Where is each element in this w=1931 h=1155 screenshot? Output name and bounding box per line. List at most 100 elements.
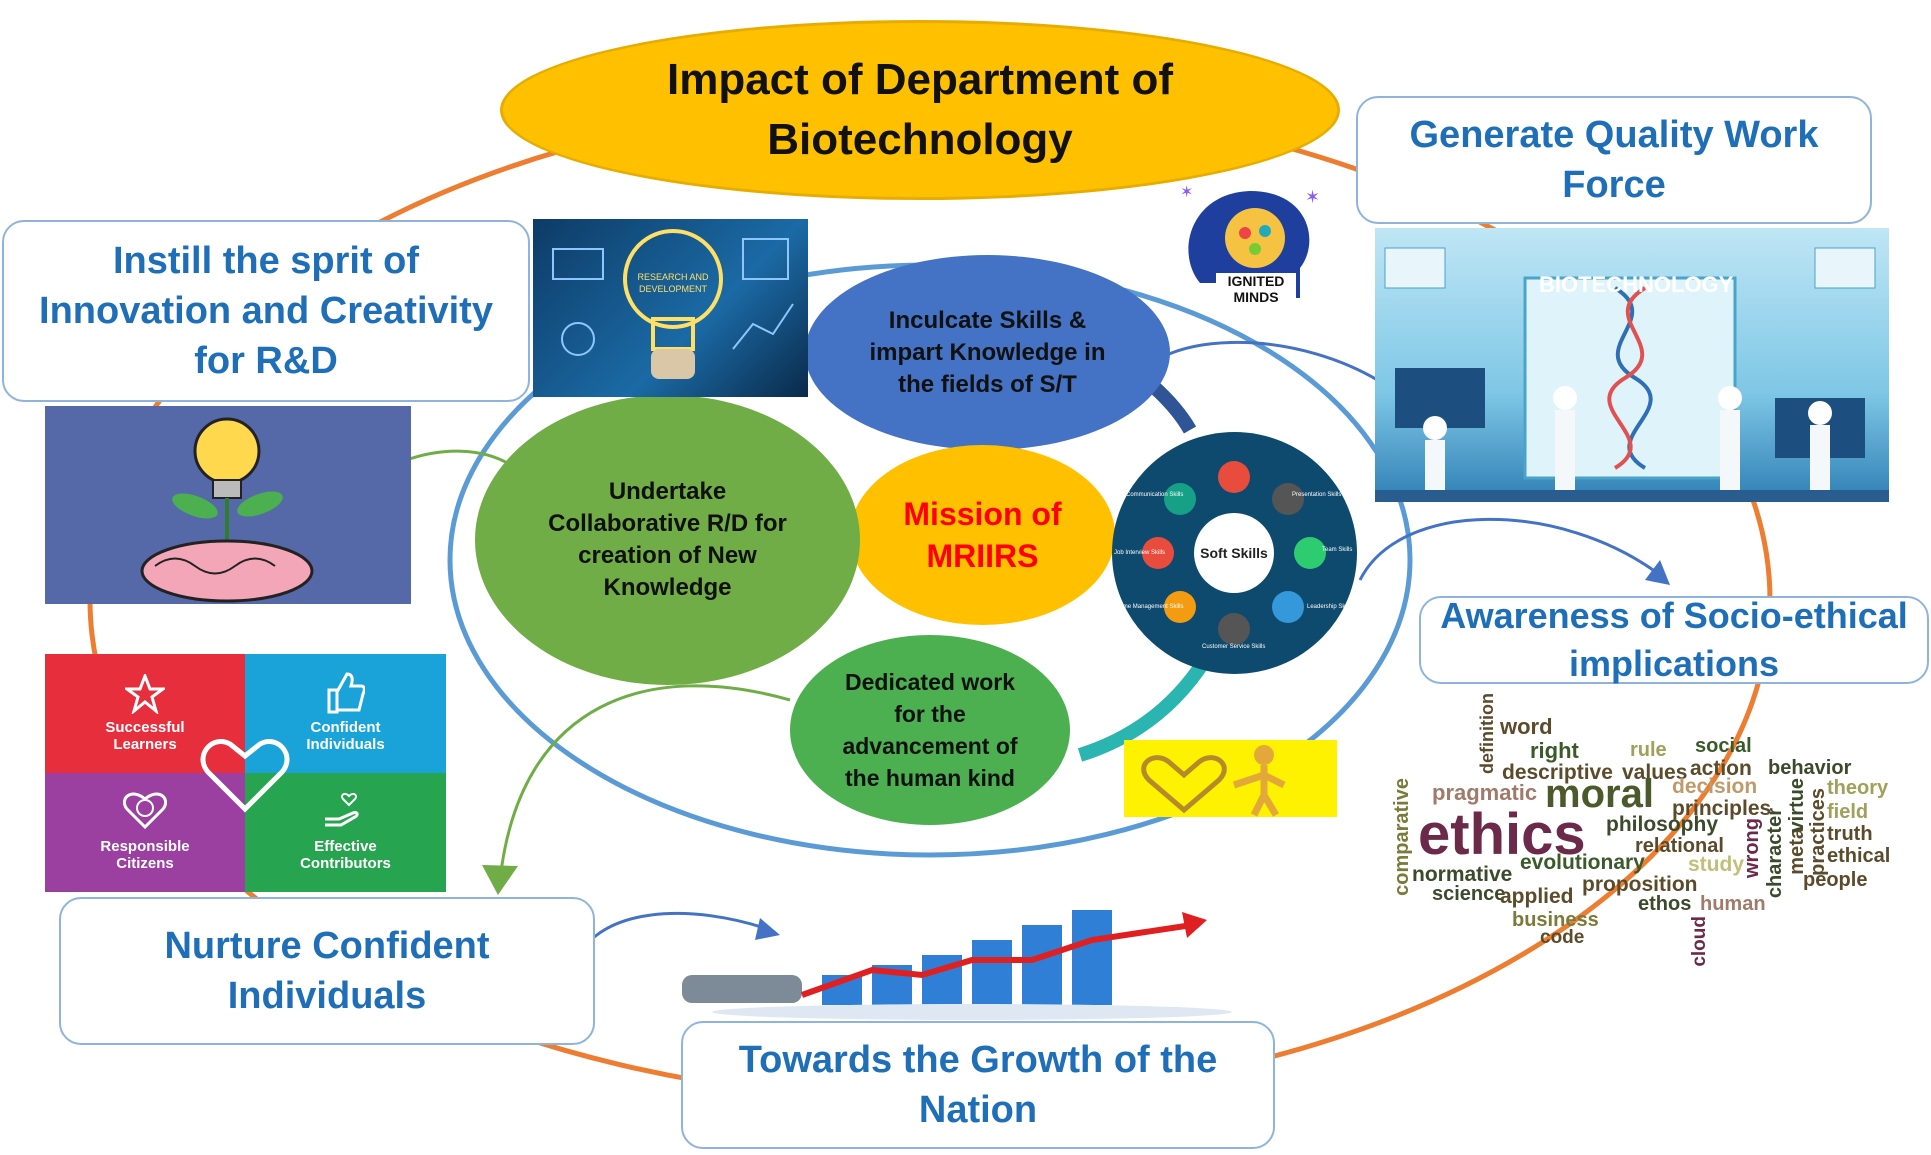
capacity-confident-label: Confident Individuals xyxy=(306,719,385,753)
cloud-word: rule xyxy=(1630,739,1667,761)
cloud-word: ethical xyxy=(1827,845,1891,867)
capacity-responsible-label: Responsible Citizens xyxy=(100,838,190,872)
impact-box-socio-ethical: Awareness of Socio-ethical implications xyxy=(1419,595,1929,684)
cloud-word: right xyxy=(1530,738,1579,763)
heart-icon xyxy=(200,739,290,813)
impact-workforce-text: Generate Quality Work Force xyxy=(1409,114,1819,206)
mission-humankind-circle: Dedicated work for the advancement of th… xyxy=(790,635,1070,825)
growth-chart-image xyxy=(672,900,1244,1026)
cloud-word: evolutionary xyxy=(1520,851,1645,874)
brain-bulb-image xyxy=(45,406,411,604)
svg-text:✶: ✶ xyxy=(1305,187,1320,207)
biotech-lab-image: BIOTECHNOLOGY xyxy=(1375,228,1889,502)
globe-heart-icon xyxy=(123,792,167,829)
soft-skill-item: Presentation Skills xyxy=(1292,492,1342,498)
brain-bulb-drawing xyxy=(140,417,314,603)
soft-skill-item: Communication Skills xyxy=(1126,492,1184,498)
biotech-lab-label: BIOTECHNOLOGY xyxy=(1539,272,1734,297)
cloud-word: ethics xyxy=(1418,802,1586,867)
soft-skill-item: Team Skills xyxy=(1322,547,1353,553)
mission-humankind-text: Dedicated work for the advancement of th… xyxy=(842,669,1018,791)
impact-box-growth: Towards the Growth of the Nation xyxy=(681,1021,1275,1149)
cloud-word: field xyxy=(1827,801,1869,823)
center-circle: Mission of MRIIRS xyxy=(850,445,1115,625)
capacity-responsible: Responsible Citizens xyxy=(45,773,245,892)
impact-box-workforce: Generate Quality Work Force xyxy=(1356,96,1872,224)
cloud-word: character xyxy=(1764,808,1786,899)
cloud-word: meta xyxy=(1786,828,1808,875)
mission-skills-circle: Inculcate Skills & impart Knowledge in t… xyxy=(805,255,1170,450)
cloud-word: behavior xyxy=(1768,757,1852,779)
thumbs-up-icon xyxy=(327,672,365,714)
cloud-word: moral xyxy=(1545,772,1654,816)
cloud-word: theory xyxy=(1827,777,1889,799)
impact-innovation-text: Instill the sprit of Innovation and Crea… xyxy=(39,240,493,382)
cloud-word: descriptive xyxy=(1502,761,1613,784)
ignited-minds-logo: ✶✶ IGNITED MINDS xyxy=(1170,183,1328,313)
soft-skill-item: Job Interview Skills xyxy=(1114,550,1166,556)
rd-bulb-label: RESEARCH AND DEVELOPMENT xyxy=(637,272,709,294)
hand-heart-icon xyxy=(325,792,359,827)
soft-skill-item: Customer Service Skills xyxy=(1202,644,1266,650)
center-text: Mission of MRIIRS xyxy=(903,496,1062,574)
impact-box-innovation: Instill the sprit of Innovation and Crea… xyxy=(2,220,530,402)
cloud-word: philosophy xyxy=(1606,813,1718,836)
capacities-image: Successful Learners Confident Individual… xyxy=(45,654,446,892)
mission-research-circle: Undertake Collaborative R/D for creation… xyxy=(475,395,860,685)
cloud-word: principles xyxy=(1672,797,1772,820)
biotech-lab-drawing xyxy=(1375,247,1889,502)
star-icon xyxy=(125,674,165,714)
cloud-word: truth xyxy=(1827,823,1873,845)
ethics-word-cloud: word right rule social definition descri… xyxy=(1390,688,1900,970)
teal-arc xyxy=(1077,656,1211,762)
impact-box-confident: Nurture Confident Individuals xyxy=(59,897,595,1045)
cloud-word: study xyxy=(1688,853,1745,876)
cloud-word: word xyxy=(1500,714,1553,739)
cloud-word: values xyxy=(1622,761,1688,784)
impact-confident-text: Nurture Confident Individuals xyxy=(164,925,490,1017)
cloud-word: decision xyxy=(1672,775,1758,798)
soft-skills-image: Soft Skills Communication Skills Present… xyxy=(1112,432,1357,674)
soft-skill-item: Leadership Skills xyxy=(1307,604,1353,610)
cloud-word: wrong xyxy=(1741,818,1763,878)
mission-research-text: Undertake Collaborative R/D for creation… xyxy=(548,478,787,601)
heart-person-drawing xyxy=(1141,745,1286,817)
capacity-successful-label: Successful Learners xyxy=(105,719,185,753)
diagram-title: Impact of Department of Biotechnology xyxy=(666,55,1174,164)
cloud-word: people xyxy=(1803,869,1868,891)
arrow-head-growth xyxy=(755,918,780,940)
cloud-word: human xyxy=(1700,893,1766,915)
cloud-word: normative xyxy=(1412,863,1513,886)
capacity-effective-label: Effective Contributors xyxy=(300,838,391,872)
rd-bulb-image: RESEARCH AND DEVELOPMENT xyxy=(533,219,808,397)
cloud-word: comparative xyxy=(1391,778,1413,896)
rd-bulb-drawing xyxy=(552,229,794,379)
cloud-word: relational xyxy=(1635,835,1724,857)
impact-growth-text: Towards the Growth of the Nation xyxy=(738,1039,1218,1131)
cloud-word: proposition xyxy=(1582,873,1698,896)
cloud-word: business xyxy=(1512,909,1599,931)
cloud-word: virtue xyxy=(1786,778,1808,833)
cloud-word: ethos xyxy=(1638,893,1692,915)
cloud-word: science xyxy=(1432,883,1506,905)
arrow-to-socio xyxy=(1358,517,1661,581)
svg-text:✶: ✶ xyxy=(1180,184,1193,201)
cloud-word: code xyxy=(1540,927,1585,948)
cloud-word: social xyxy=(1695,735,1752,757)
growth-chart-drawing xyxy=(682,910,1232,1020)
soft-skills-wheel xyxy=(1142,461,1326,645)
cloud-word: pragmatic xyxy=(1432,780,1538,805)
title-ellipse: Impact of Department of Biotechnology xyxy=(500,20,1340,200)
arrow-head-confident xyxy=(482,865,518,895)
cloud-word: applied xyxy=(1500,885,1574,908)
arrow-to-confident xyxy=(498,684,791,881)
ignited-head-icon: ✶✶ xyxy=(1180,184,1320,298)
impact-socio-ethical-text: Awareness of Socio-ethical implications xyxy=(1440,595,1908,684)
cloud-word: definition xyxy=(1477,693,1497,774)
cloud-word: cloud xyxy=(1689,916,1710,967)
soft-skill-item: Time Management Skills xyxy=(1118,604,1184,610)
ignited-minds-text: IGNITED MINDS xyxy=(1216,273,1296,305)
cloud-word: action xyxy=(1690,757,1752,780)
mission-skills-text: Inculcate Skills & impart Knowledge in t… xyxy=(869,306,1106,398)
heart-hand-image xyxy=(1124,740,1337,817)
